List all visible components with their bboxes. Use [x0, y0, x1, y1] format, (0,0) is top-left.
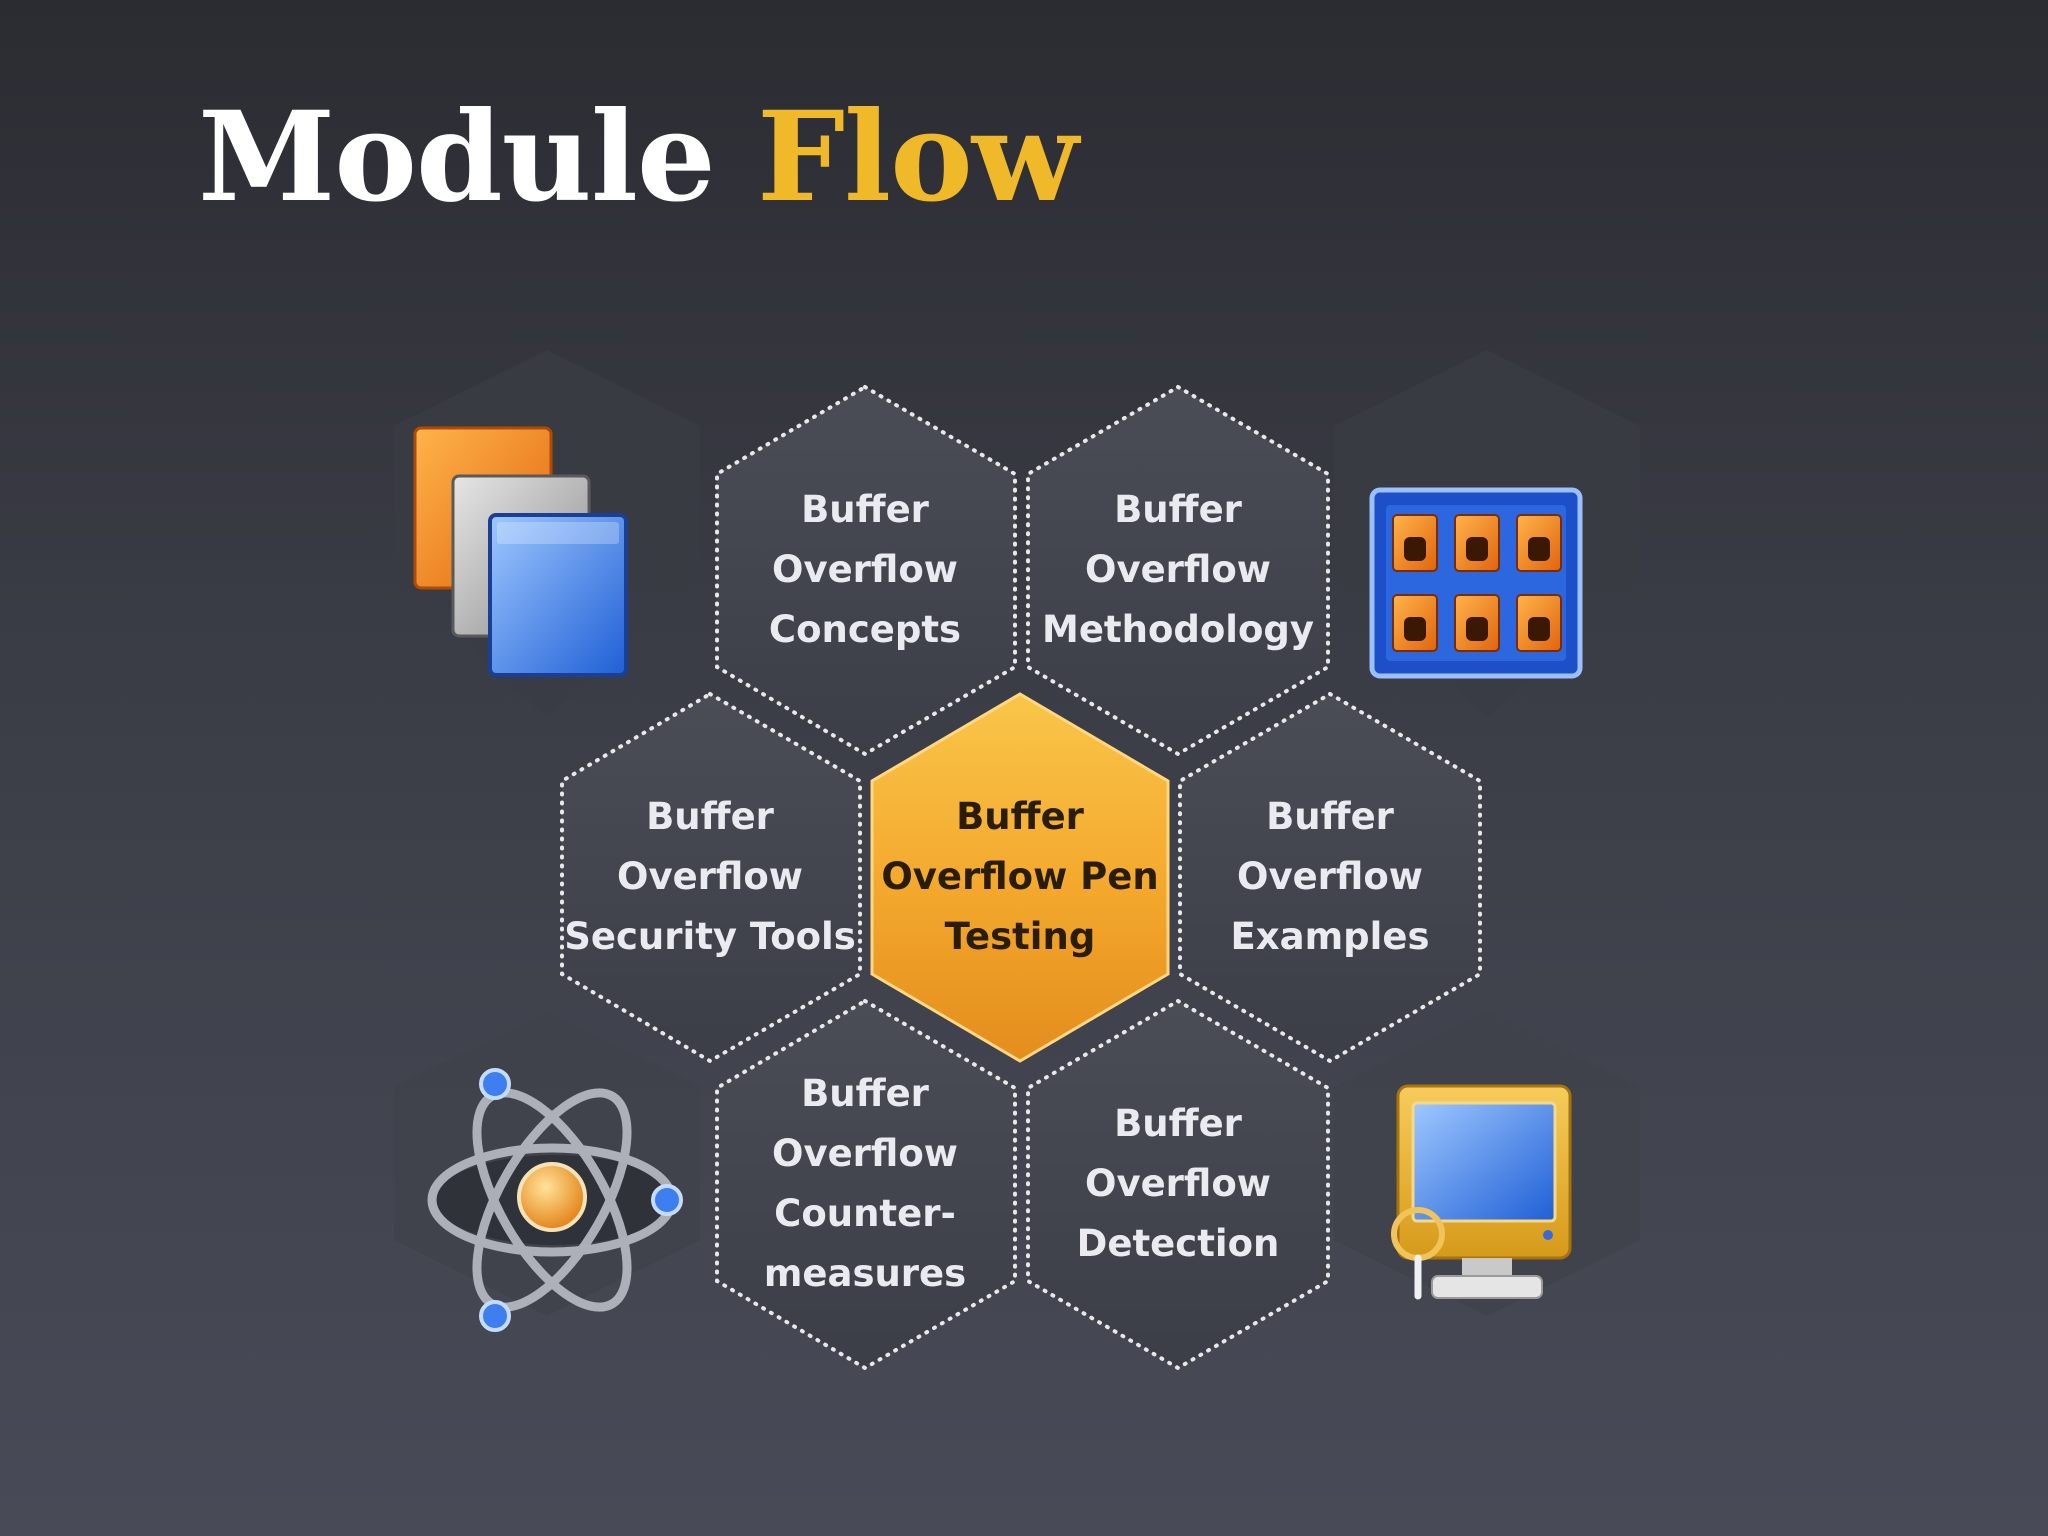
title-module: Module	[198, 85, 716, 230]
hex-examples[interactable]	[1178, 691, 1482, 1064]
title-flow: Flow	[757, 85, 1079, 230]
label-concepts: Buffer Overflow Concepts	[768, 488, 962, 651]
computer-monitor-icon	[1391, 1084, 1572, 1300]
label-countermeasures: Buffer Overflow Counter- measures	[763, 1072, 967, 1295]
label-detection: Buffer Overflow Detection	[1076, 1102, 1280, 1265]
label-examples: Buffer Overflow Examples	[1230, 795, 1430, 958]
label-security-tools: Buffer Overflow Security Tools	[564, 795, 856, 958]
documents-icon	[413, 426, 628, 677]
hex-concepts[interactable]	[715, 384, 1017, 757]
label-pen-testing: Buffer Overflow Pen Testing	[881, 795, 1159, 958]
page-title: Module Flow	[198, 96, 1079, 220]
atom-icon	[427, 1068, 683, 1332]
hex-countermeasures[interactable]	[715, 998, 1017, 1371]
hex-methodology[interactable]	[1026, 384, 1330, 757]
hex-security-tools[interactable]	[560, 691, 862, 1064]
hex-detection[interactable]	[1026, 998, 1330, 1371]
grid-window-icon	[1369, 487, 1583, 679]
label-methodology: Buffer Overflow Methodology	[1042, 488, 1314, 651]
hex-pen-testing[interactable]	[870, 692, 1170, 1063]
